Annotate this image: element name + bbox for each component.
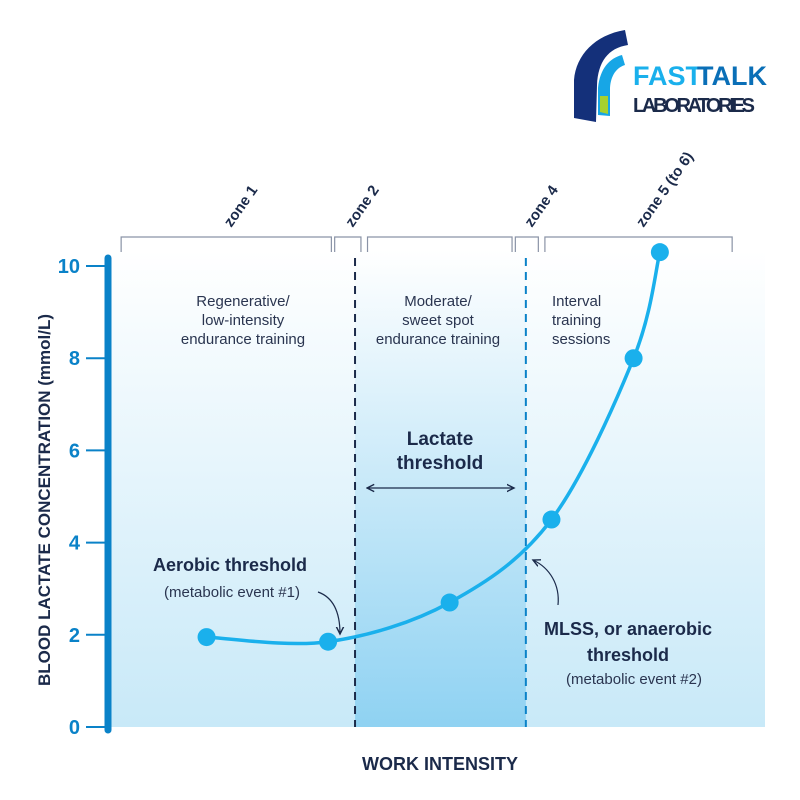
mlss-sub: (metabolic event #2)	[566, 671, 702, 688]
data-point-4	[542, 510, 561, 529]
logo-mark-icon	[574, 30, 628, 122]
zone-label-1: zone 1	[221, 182, 262, 230]
y-tick-label-8: 8	[69, 348, 80, 370]
y-axis-label: BLOOD LACTATE CONCENTRATION (mmol/L)	[35, 314, 54, 686]
zone-bracket-4	[514, 236, 539, 252]
data-point-2	[319, 632, 338, 651]
zone-bracket-3	[366, 236, 513, 252]
zone-label-5: zone 5 (to 6)	[633, 149, 697, 230]
data-point-6	[650, 243, 669, 262]
zone-label-4: zone 4	[521, 182, 562, 231]
zone-label-2: zone 2	[342, 182, 383, 230]
logo-fast: FAST	[633, 61, 703, 91]
data-point-1	[197, 628, 216, 647]
data-point-5	[624, 349, 643, 368]
logo-talk: TALK	[697, 61, 767, 91]
aerobic-threshold-sub: (metabolic event #1)	[164, 584, 300, 601]
zone-bracket-1	[120, 236, 332, 252]
x-axis-label: WORK INTENSITY	[362, 754, 518, 774]
zone-bracket-5	[544, 236, 733, 252]
aerobic-arrow	[317, 591, 340, 634]
y-tick-label-6: 6	[69, 440, 80, 462]
zone-bracket-2	[334, 236, 362, 252]
data-point-3	[440, 593, 459, 612]
logo-laboratories: LABORATORIES	[633, 95, 755, 117]
y-tick-label-10: 10	[58, 256, 80, 278]
y-tick-label-0: 0	[69, 717, 80, 739]
aerobic-threshold-title: Aerobic threshold	[153, 555, 307, 575]
fast-talk-logo: FAST TALK LABORATORIES	[574, 30, 767, 122]
y-tick-label-2: 2	[69, 625, 80, 647]
y-tick-label-4: 4	[69, 533, 81, 555]
mlss-arrow	[533, 560, 559, 606]
